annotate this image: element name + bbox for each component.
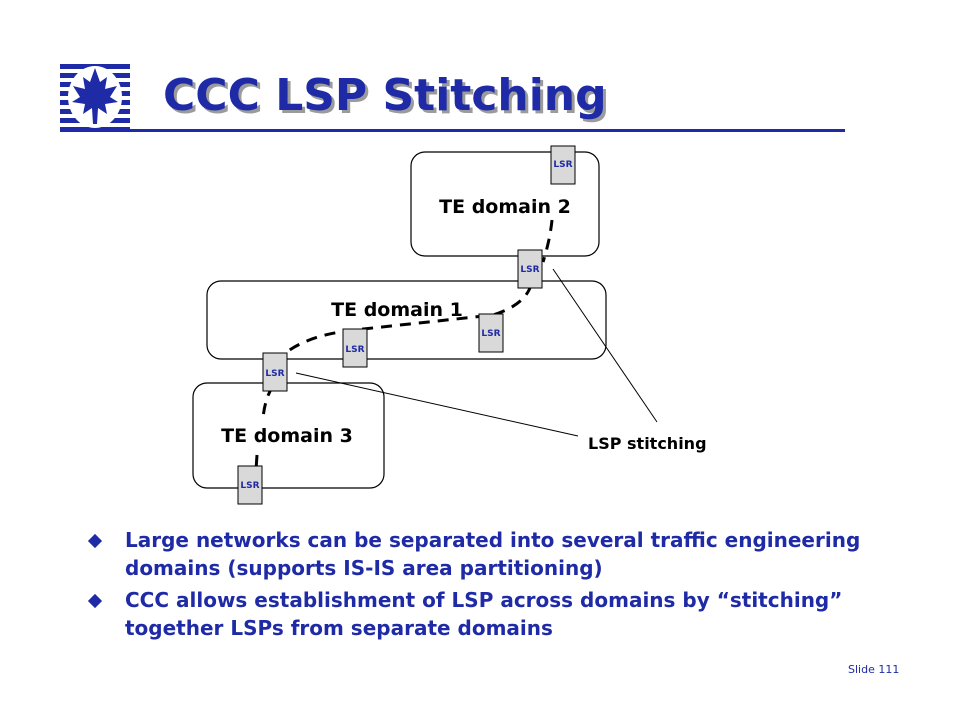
lsr-label: LSR (345, 345, 364, 355)
diamond-bullet-icon (87, 533, 103, 549)
bullet-item: CCC allows establishment of LSP across d… (87, 586, 888, 642)
lsp-path-domain-2 (541, 219, 554, 263)
lsr-node: LSR (478, 313, 504, 353)
lsr-node: LSR (237, 465, 263, 505)
lsr-label: LSR (481, 329, 500, 339)
lsr-node: LSR (262, 352, 288, 392)
bullet-item: Large networks can be separated into sev… (87, 526, 888, 582)
te-domain-3-box (192, 382, 385, 489)
bullet-text: Large networks can be separated into sev… (125, 528, 861, 580)
lsr-node: LSR (342, 328, 368, 368)
lsr-label: LSR (553, 160, 572, 170)
bullet-text: CCC allows establishment of LSP across d… (125, 588, 843, 640)
diamond-bullet-icon (87, 593, 103, 609)
lsp-stitching-label: LSP stitching (588, 434, 707, 453)
lsr-label: LSR (520, 265, 539, 275)
bullet-list: Large networks can be separated into sev… (87, 526, 888, 646)
title-underline (60, 129, 845, 132)
te-domain-2-label: TE domain 2 (439, 196, 571, 218)
te-domain-3-label: TE domain 3 (221, 425, 353, 447)
lsp-path-domain-3-lower (254, 454, 259, 471)
callout-line-upper (552, 268, 658, 423)
page-title: CCC LSP Stitching (163, 70, 607, 121)
lsr-node: LSR (550, 145, 576, 185)
lsr-label: LSR (240, 481, 259, 491)
lsr-node: LSR (517, 249, 543, 289)
te-domain-1-label: TE domain 1 (331, 299, 463, 321)
slide-number: Slide 111 (848, 663, 900, 676)
callout-line-lower (295, 372, 579, 437)
lsr-label: LSR (265, 369, 284, 379)
